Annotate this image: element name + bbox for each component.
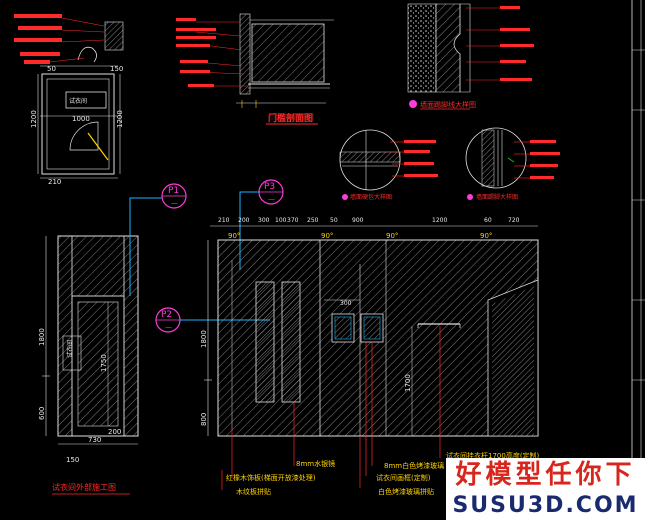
watermark-chinese: 好模型任你下 bbox=[446, 458, 645, 492]
wall-detail-caption: 墙面踢脚线大样图 bbox=[420, 100, 476, 109]
main-angle-0: 90° bbox=[228, 232, 240, 240]
main-dim-4: 370 bbox=[287, 217, 299, 224]
left-elevation: 试衣间 1800 600 1750 200 730 150 试衣间外部施工图 bbox=[38, 197, 162, 495]
main-dim-7: 900 bbox=[352, 217, 364, 224]
main-dim-1: 200 bbox=[238, 217, 250, 224]
left-elevation-dim-tall: 1800 bbox=[38, 328, 46, 346]
door-section-caption: 门槛剖面图 bbox=[268, 112, 313, 124]
main-dim-2: 300 bbox=[258, 217, 270, 224]
main-dim-left-bottom: 800 bbox=[200, 413, 208, 426]
left-elevation-sign: 试衣间 bbox=[66, 340, 74, 358]
svg-text:—: — bbox=[165, 323, 172, 331]
door-section: 门槛剖面图 bbox=[176, 13, 334, 125]
main-angle-3: 90° bbox=[480, 232, 492, 240]
left-elevation-dim-below: 150 bbox=[66, 456, 79, 464]
plan-room-label: 试衣间 bbox=[69, 97, 87, 105]
plan-dim-mid: 1000 bbox=[72, 115, 90, 123]
marker-p1: P1 — bbox=[161, 183, 187, 209]
main-dim-5: 250 bbox=[307, 217, 319, 224]
left-elevation-dim-bottom: 600 bbox=[38, 407, 46, 420]
main-dim-0: 210 bbox=[218, 217, 230, 224]
main-dim-9: 60 bbox=[484, 217, 492, 224]
plan-dim-bottom: 210 bbox=[48, 178, 61, 186]
plan-detail: 50 150 1000 1200 1200 210 试衣间 bbox=[14, 14, 124, 186]
left-elevation-dim-width: 730 bbox=[88, 436, 101, 444]
wall-detail: 墙面踢脚线大样图 bbox=[407, 3, 534, 110]
title-block-edge bbox=[631, 0, 645, 458]
main-dim-10: 720 bbox=[508, 217, 520, 224]
main-elevation: 210 200 300 100 370 250 50 900 1200 60 7… bbox=[200, 217, 540, 496]
left-elevation-caption: 试衣间外部施工图 bbox=[52, 482, 116, 492]
plan-dim-side-right: 1200 bbox=[116, 110, 124, 128]
svg-text:—: — bbox=[268, 195, 275, 203]
marker-p3-label: P3 bbox=[264, 182, 275, 192]
callout-frame: 试衣间画框(定制) bbox=[376, 473, 431, 482]
main-dim-left-tall: 1800 bbox=[200, 330, 208, 348]
plan-dim-top-left: 50 bbox=[47, 65, 56, 73]
small-detail-left-caption: 墙面硬包大样图 bbox=[350, 193, 392, 201]
main-dim-small: 300 bbox=[340, 300, 352, 307]
small-detail-left: 墙面硬包大样图 bbox=[339, 129, 438, 201]
callout-glass-tile: 白色烤漆玻璃拼贴 bbox=[378, 487, 434, 496]
callout-oak: 红橡木饰板(梯面开放漆处理) bbox=[226, 473, 316, 482]
watermark-site: SUSU3D.COM bbox=[446, 492, 645, 520]
main-dim-3: 100 bbox=[275, 217, 287, 224]
callout-white-glass: 8mm白色烤漆玻璃 bbox=[384, 461, 444, 470]
plan-dim-side-left: 1200 bbox=[30, 110, 38, 128]
main-dim-6: 50 bbox=[330, 217, 338, 224]
plan-dim-top-right: 150 bbox=[110, 65, 123, 73]
small-detail-right: 墙面踢脚大样图 bbox=[465, 127, 560, 201]
callout-mirror: 8mm水银镜 bbox=[296, 459, 335, 468]
left-elevation-dim-200: 200 bbox=[108, 428, 121, 436]
callout-woodgrain: 木纹板拼贴 bbox=[236, 487, 271, 496]
marker-p2-label: P2 bbox=[161, 310, 172, 320]
marker-p1-label: P1 bbox=[168, 186, 179, 196]
callout-hanger: 试衣间挂衣杆1700高度(定制) bbox=[446, 451, 540, 460]
main-angle-1: 90° bbox=[321, 232, 333, 240]
main-angle-2: 90° bbox=[386, 232, 398, 240]
svg-text:—: — bbox=[171, 199, 178, 207]
left-elevation-dim-inner: 1750 bbox=[100, 354, 108, 372]
small-detail-right-caption: 墙面踢脚大样图 bbox=[476, 193, 518, 201]
main-dim-center: 1700 bbox=[404, 374, 412, 392]
main-dim-8: 1200 bbox=[432, 217, 447, 224]
